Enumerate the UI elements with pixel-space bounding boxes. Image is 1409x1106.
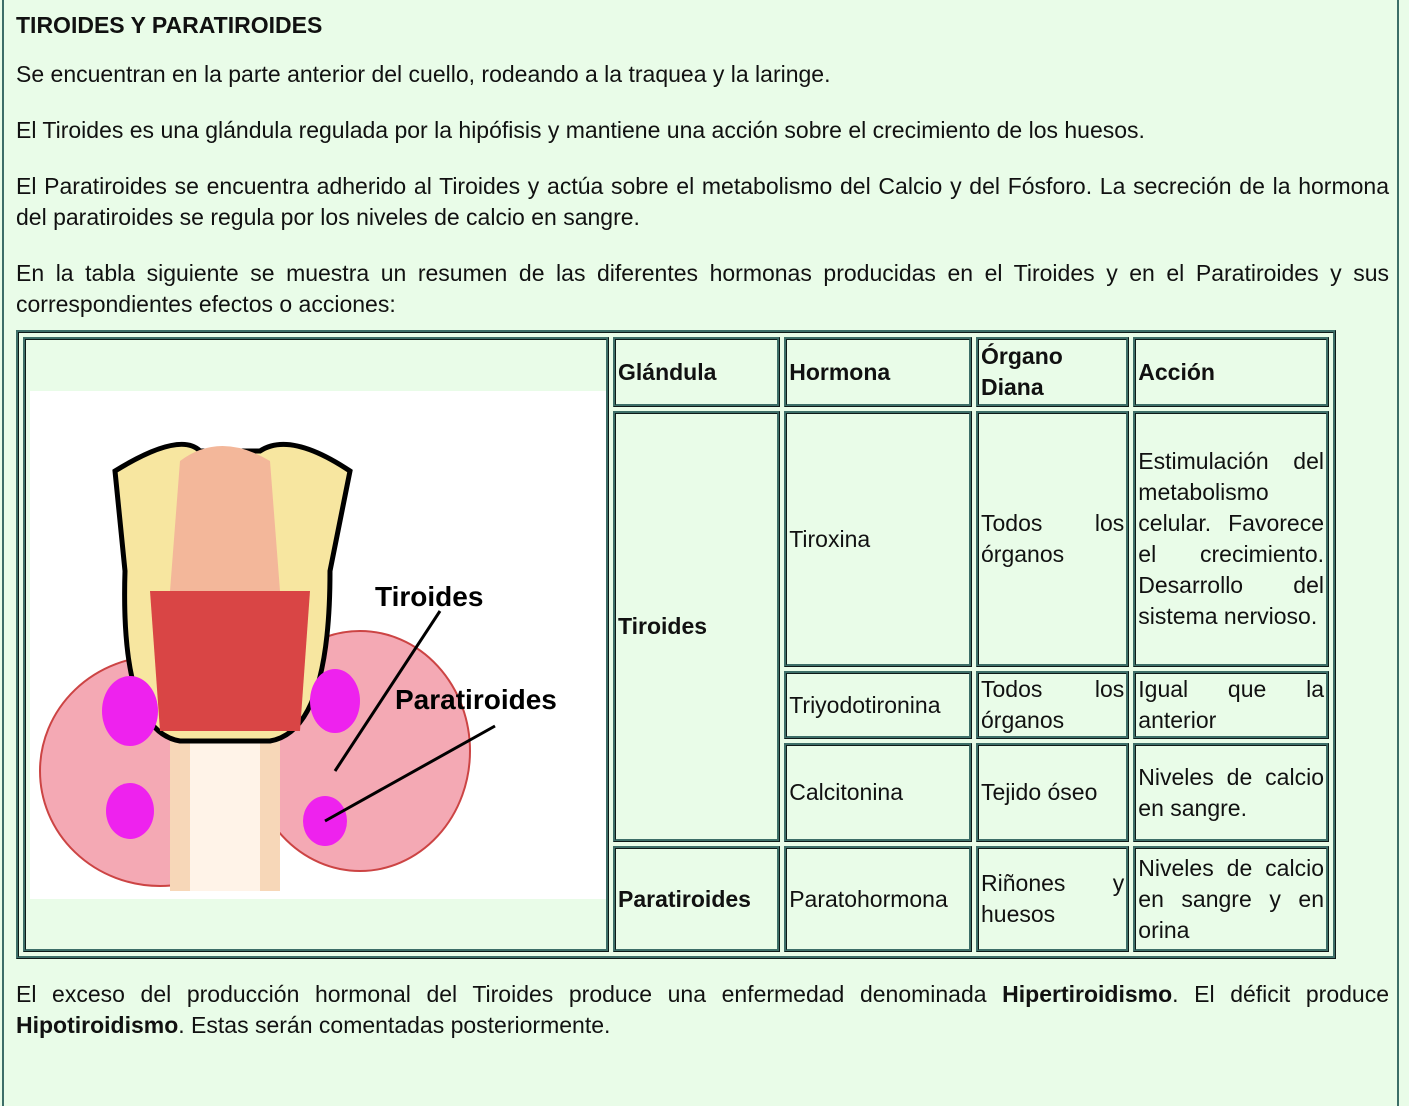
hipertiroidismo-term: Hipertiroidismo xyxy=(1002,981,1173,1007)
organ-cell: Todos los órganos xyxy=(976,671,1130,739)
page-title: TIROIDES Y PARATIROIDES xyxy=(16,12,323,38)
paragraph: El Paratiroides se encuentra adherido al… xyxy=(16,173,1389,230)
image-cell: Tiroides Paratiroides xyxy=(23,337,609,952)
paratiroides-label: Paratiroides xyxy=(395,684,557,715)
hipotiroidismo-term: Hipotiroidismo xyxy=(16,1012,179,1038)
action-cell: Niveles de calcio en sangre y en orina xyxy=(1133,846,1329,952)
organ-cell: Riñones y huesos xyxy=(976,846,1130,952)
organ-cell: Tejido óseo xyxy=(976,743,1130,842)
hormone-cell: Tiroxina xyxy=(784,411,973,667)
organ-cell: Todos los órganos xyxy=(976,411,1130,667)
header-glandula: Glándula xyxy=(613,337,781,407)
header-organo: Órgano Diana xyxy=(976,337,1130,407)
table-row: Calcitonina Tejido óseo Niveles de calci… xyxy=(23,743,1329,842)
action-cell: Igual que la anterior xyxy=(1133,671,1329,739)
footer-text: . El déficit produce xyxy=(1172,981,1390,1007)
action-cell: Estimulación del metabolismo celular. Fa… xyxy=(1133,411,1329,667)
footer-text: . Estas serán comentadas posteriormente. xyxy=(178,1012,611,1038)
hormone-cell: Paratohormona xyxy=(784,846,973,952)
paragraph: Se encuentran en la parte anterior del c… xyxy=(16,61,831,87)
article: TIROIDES Y PARATIROIDES Se encuentran en… xyxy=(16,10,1389,1066)
table-row: Paratiroides Paratohormona Riñones y hue… xyxy=(23,846,1329,952)
header-accion: Acción xyxy=(1133,337,1329,407)
gland-cell: Paratiroides xyxy=(613,846,781,952)
header-hormona: Hormona xyxy=(784,337,973,407)
table-header-row: Tiroides Paratiroides Glándula Hormona Ó… xyxy=(23,337,1329,952)
paragraph: El Tiroides es una glándula regulada por… xyxy=(16,117,1145,143)
footer-text: El exceso del producción hormonal del Ti… xyxy=(16,981,1003,1007)
table-row: Triyodotironina Todos los órganos Igual … xyxy=(23,671,1329,739)
gland-cell: Tiroides xyxy=(613,411,781,842)
paragraph: En la tabla siguiente se muestra un resu… xyxy=(16,260,1389,317)
tiroides-label: Tiroides xyxy=(375,581,483,612)
action-cell: Niveles de calcio en sangre. xyxy=(1133,743,1329,842)
hormone-cell: Calcitonina xyxy=(784,743,973,842)
footer-paragraph: El exceso del producción hormonal del Ti… xyxy=(16,979,1389,1041)
thyroid-illustration: Tiroides Paratiroides xyxy=(30,390,606,899)
table-row: Tiroides Tiroxina Todos los órganos Esti… xyxy=(23,411,1329,842)
hormone-table: Tiroides Paratiroides Glándula Hormona Ó… xyxy=(16,330,1336,959)
hormone-cell: Triyodotironina xyxy=(784,671,973,739)
